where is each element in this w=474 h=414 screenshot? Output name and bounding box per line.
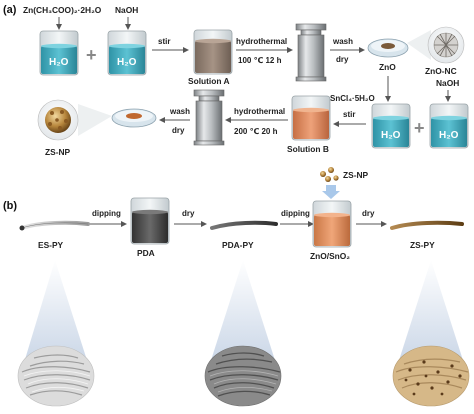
zs-np-particles [320,167,339,182]
step-stir-1: stir [158,37,170,46]
step-temp-1: 100 ℃ 12 h [238,56,282,65]
beaker-pda [130,197,170,245]
es-py-spotlight [20,260,92,376]
solution-a-label: Solution A [188,76,230,86]
autoclave-1 [295,23,327,82]
arrow-add-zs-np [322,185,340,199]
step-hydrothermal-1: hydrothermal [236,37,287,46]
es-py-yarn [19,220,90,231]
zs-np-zoom-bubble [37,99,79,141]
pda-label: PDA [137,248,155,258]
water-label-4: H₂O [439,130,459,141]
naoh-label-right: NaOH [436,78,459,88]
autoclave-2 [193,89,225,146]
zs-py-yarn [390,220,464,230]
beaker-solution-b [291,95,331,141]
es-py-sem-disc [17,345,95,407]
beaker-water-2: H₂O [107,30,147,76]
water-label-2: H₂O [117,57,137,68]
step-wash-2: wash [169,107,190,116]
beaker-water-4: H₂O [429,103,469,149]
beaker-zno-sno2 [312,200,352,248]
beaker-solution-a [193,29,233,75]
step-stir-2: stir [343,110,355,119]
zno-petri-dish [367,38,409,58]
zno-nc-zoom-bubble [427,26,465,64]
step-wash-1: wash [332,37,353,46]
pda-py-sem-disc [204,345,282,407]
step-dipping-1: dipping [92,209,121,218]
zs-np-label-b: ZS-NP [343,170,369,180]
beaker-water-3: H₂O [371,103,411,149]
zoom-cone-zno [407,30,431,60]
zno-sno2-label: ZnO/SnO₂ [310,251,350,261]
step-dry-1: dry [336,55,349,64]
step-dry-b1: dry [182,209,195,218]
zoom-cone-zs-np [78,104,112,136]
step-temp-2: 200 ℃ 20 h [234,127,278,136]
zno-label: ZnO [379,62,396,72]
zno-nc-label: ZnO-NC [425,66,457,76]
step-dry-b2: dry [362,209,375,218]
naoh-label-top: NaOH [115,5,138,15]
step-dipping-2: dipping [281,209,310,218]
pda-py-yarn [210,220,278,230]
zs-py-spotlight [394,260,468,376]
sncl4-label: SnCl₄·5H₂O [330,94,375,103]
step-hydrothermal-2: hydrothermal [234,107,285,116]
beaker-water-1: H₂O [39,30,79,76]
water-label-3: H₂O [381,130,401,141]
zs-np-label-a: ZS-NP [45,147,71,157]
zs-py-sem-disc [392,345,470,407]
pda-py-label: PDA-PY [222,240,254,250]
plus-sign-2: + [414,118,425,138]
panel-a-label: (a) [3,4,17,16]
solution-b-label: Solution B [287,144,329,154]
pda-py-spotlight [206,260,280,376]
step-dry-2: dry [172,126,185,135]
zs-py-label: ZS-PY [410,240,435,250]
plus-sign-1: + [86,45,97,65]
zinc-acetate-label: Zn(CH₃COO)₂·2H₂O [23,5,102,15]
water-label-1: H₂O [49,57,69,68]
panel-b-label: (b) [3,200,17,212]
es-py-label: ES-PY [38,240,64,250]
zs-np-petri-dish [111,108,157,128]
